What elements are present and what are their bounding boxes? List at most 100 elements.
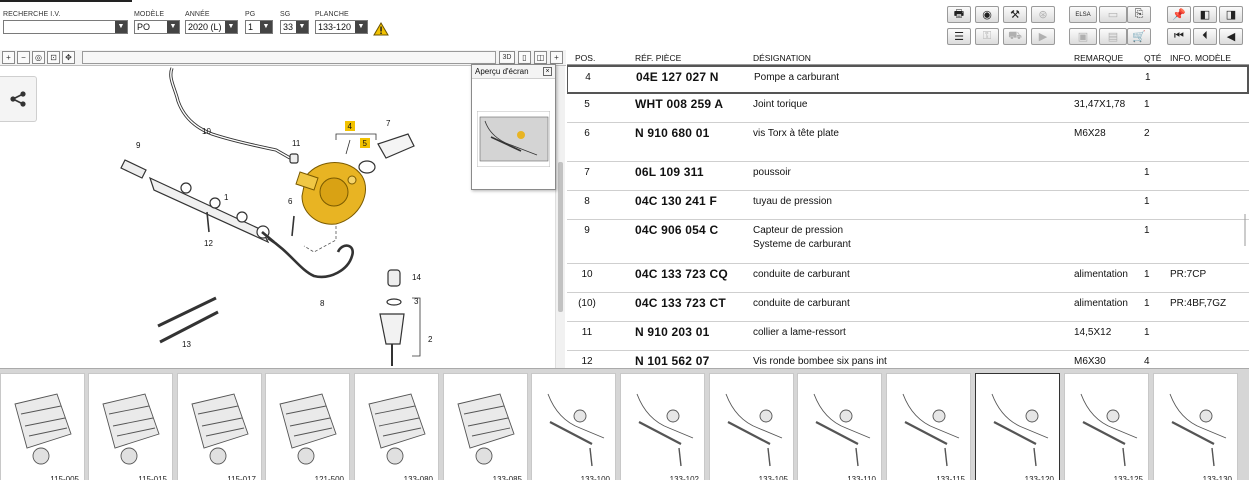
pin-icon[interactable]: 📌	[1167, 6, 1191, 23]
share-button[interactable]	[0, 76, 37, 122]
plate-thumbnail[interactable]: 133-115	[886, 373, 971, 480]
cell-pos: 11	[581, 327, 593, 338]
elsa-dim-icon[interactable]: ▭	[1099, 6, 1127, 23]
thumbnail-label: 121-500	[314, 475, 344, 480]
preview-thumbnail[interactable]	[477, 111, 550, 167]
thumbnail-label: 133-120	[1024, 475, 1054, 480]
plate-select[interactable]: 133-120 ▼	[315, 20, 368, 34]
car-tool-icon[interactable]: ⚒	[1003, 6, 1027, 23]
plate-thumbnail[interactable]: 115-017	[177, 373, 262, 480]
sg-select[interactable]: 33 ▼	[280, 20, 309, 34]
model-select[interactable]: PO ▼	[134, 20, 180, 34]
callout-8: 8	[320, 299, 325, 308]
preview-popup: Aperçu d'écran ×	[471, 64, 556, 190]
diagram-scrollbar[interactable]	[555, 66, 565, 368]
cell-remark: alimentation	[1074, 269, 1128, 280]
plate-thumbnail[interactable]: 133-102	[620, 373, 705, 480]
cell-qty: 2	[1144, 128, 1150, 139]
search-input[interactable]: ▼	[3, 20, 128, 34]
close-icon[interactable]: ×	[543, 67, 552, 76]
disc-icon[interactable]: ◉	[975, 6, 999, 23]
plate-thumbnail[interactable]: 133-130	[1153, 373, 1238, 480]
zoom-fit-icon[interactable]: ◎	[32, 51, 45, 64]
year-select[interactable]: 2020 (L) ▼	[185, 20, 238, 34]
plate-thumbnail[interactable]: 133-125	[1064, 373, 1149, 480]
device2-dim-icon[interactable]: ▤	[1099, 28, 1127, 45]
plate-thumbnail[interactable]: 133-085	[443, 373, 528, 480]
expand-icon[interactable]: +	[550, 51, 563, 64]
prev-icon[interactable]: ⏴	[1193, 28, 1217, 45]
list-icon[interactable]: ☰	[947, 28, 971, 45]
first-icon[interactable]: ⏮	[1167, 28, 1191, 45]
key-icon[interactable]: ⚿	[975, 28, 999, 45]
cell-designation: vis Torx à tête plate	[753, 128, 839, 139]
plate-thumbnail[interactable]: 133-120	[975, 373, 1060, 480]
layout-icon[interactable]: ◫	[534, 51, 547, 64]
car-dim-icon[interactable]: ⊛	[1031, 6, 1055, 23]
cell-qty: 4	[1144, 356, 1150, 367]
callout-11: 11	[292, 139, 301, 148]
elsa-icon[interactable]: ELSA	[1069, 6, 1097, 23]
table-scroll-indicator[interactable]	[1241, 210, 1249, 250]
chevron-down-icon[interactable]: ▼	[260, 21, 272, 33]
split-view-icon[interactable]: ▯	[518, 51, 531, 64]
viewer-toolbar: + − ◎ ⊡ ✥ 3D ▯ ◫ +	[0, 50, 566, 66]
chevron-down-icon[interactable]: ▼	[355, 21, 367, 33]
cell-ref: 04E 127 027 N	[636, 70, 719, 84]
pg-label: PG	[245, 11, 256, 18]
chevron-down-icon[interactable]: ▼	[296, 21, 308, 33]
prev-page-icon[interactable]: ◧	[1193, 6, 1217, 23]
pg-select[interactable]: 1 ▼	[245, 20, 273, 34]
plate-thumbnail[interactable]: 133-100	[531, 373, 616, 480]
preview-title: Aperçu d'écran	[472, 65, 555, 79]
car-outline-icon[interactable]: ⛟	[1003, 28, 1027, 45]
chevron-down-icon[interactable]: ▼	[225, 21, 237, 33]
chevron-down-icon[interactable]: ▼	[115, 21, 127, 33]
zoom-out-icon[interactable]: −	[17, 51, 30, 64]
warning-icon[interactable]	[373, 22, 389, 36]
col-info[interactable]: INFO. MODÈLE	[1170, 53, 1231, 63]
exploded-diagram[interactable]: 10 11 7 9 1 6 12 8 14 3 2 13 4 5	[0, 66, 555, 368]
plate-thumbnail[interactable]: 133-080	[354, 373, 439, 480]
col-rem[interactable]: REMARQUE	[1074, 53, 1124, 63]
thumbnail-drawing	[991, 393, 1049, 467]
col-des[interactable]: DÉSIGNATION	[753, 53, 811, 63]
thumbnail-drawing	[813, 393, 871, 467]
diagram-scrollbar-thumb[interactable]	[558, 162, 563, 312]
zoom-in-icon[interactable]: +	[2, 51, 15, 64]
year-label: ANNÉE	[185, 11, 210, 18]
plate-thumbnail[interactable]: 121-500	[265, 373, 350, 480]
thumbnail-label: 133-125	[1113, 475, 1143, 480]
plate-thumbnail[interactable]: 133-110	[797, 373, 882, 480]
pan-icon[interactable]: ✥	[62, 51, 75, 64]
col-qty[interactable]: QTÉ	[1144, 53, 1162, 63]
callout-5: 5	[363, 139, 368, 148]
col-pos[interactable]: POS.	[575, 53, 596, 63]
plate-thumbnail[interactable]: 133-105	[709, 373, 794, 480]
chevron-down-icon[interactable]: ▼	[167, 21, 179, 33]
col-ref[interactable]: RÉF. PIÈCE	[635, 53, 682, 63]
zoom-area-icon[interactable]: ⊡	[47, 51, 60, 64]
play-dim-icon[interactable]: ▶	[1031, 28, 1055, 45]
plate-thumbnail[interactable]: 115-015	[88, 373, 173, 480]
doc-export-icon[interactable]: ⎘	[1127, 6, 1151, 23]
cart-icon[interactable]: 🛒	[1127, 28, 1151, 45]
next-page-icon[interactable]: ◨	[1219, 6, 1243, 23]
device-dim-icon[interactable]: ▣	[1069, 28, 1097, 45]
plate-thumbnail[interactable]: 115-005	[0, 373, 85, 480]
back-icon[interactable]: ◀	[1219, 28, 1243, 45]
cell-qty: 1	[1144, 327, 1150, 338]
mode-3d-button[interactable]: 3D	[499, 51, 515, 64]
print-icon[interactable]: 🖶	[947, 6, 971, 23]
